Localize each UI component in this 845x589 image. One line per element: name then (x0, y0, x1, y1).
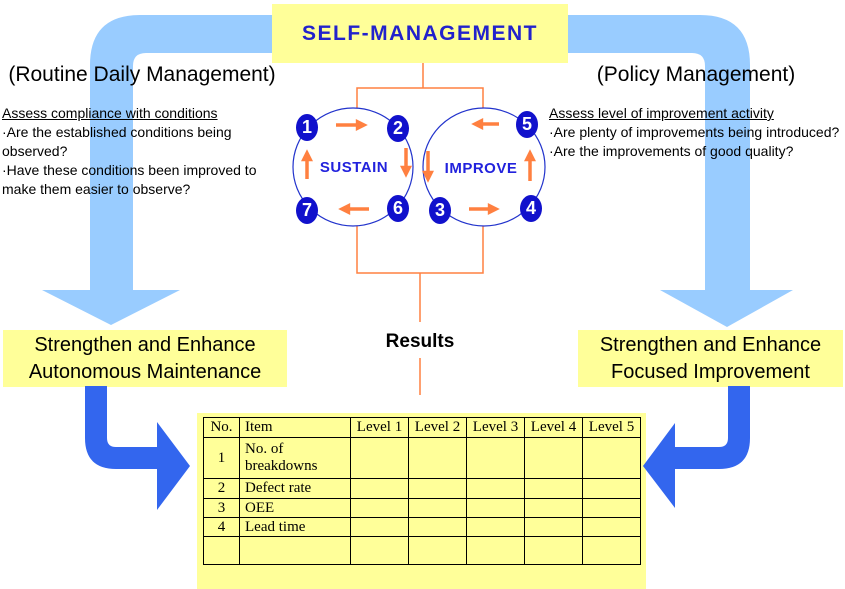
cycle-node-7: 7 (296, 197, 318, 224)
right-heading: (Policy Management) (596, 63, 796, 86)
curved-arrow-left-icon (42, 15, 272, 325)
right-assess-heading: Assess level of improvement activity (549, 105, 774, 121)
level-cell (524, 517, 583, 537)
level-cell (466, 437, 525, 479)
left-assessment-block: Assess compliance with conditions ·Are t… (2, 104, 284, 199)
row-item: No. of breakdowns (239, 437, 351, 479)
level-cell (350, 478, 409, 499)
level-cell (582, 478, 641, 499)
table-row: 2 Defect rate (203, 478, 641, 499)
focused-improvement-box: Strengthen and Enhance Focused Improveme… (578, 330, 843, 387)
improve-circle (422, 107, 546, 227)
level-cell (350, 437, 409, 479)
autonomous-maintenance-box: Strengthen and Enhance Autonomous Mainte… (3, 330, 287, 387)
level-cell (524, 437, 583, 479)
title-banner: SELF-MANAGEMENT (272, 4, 568, 63)
row-item (239, 536, 351, 565)
left-box-line1: Strengthen and Enhance (34, 334, 256, 357)
level-cell (350, 536, 409, 565)
row-no: 3 (203, 498, 240, 518)
results-table-panel: No. Item Level 1 Level 2 Level 3 Level 4… (197, 413, 646, 589)
cycle-node-4: 4 (520, 195, 542, 222)
left-bullet-1: ·Are the established conditions being ob… (2, 124, 232, 159)
col-header-level2: Level 2 (408, 417, 467, 438)
level-cell (466, 536, 525, 565)
row-no: 1 (203, 437, 240, 479)
table-row (203, 536, 641, 565)
left-bullet-2: ·Have these conditions been improved to … (2, 162, 257, 197)
level-cell (466, 517, 525, 537)
cycle-node-6: 6 (387, 195, 409, 222)
level-cell (408, 536, 467, 565)
level-cell (582, 536, 641, 565)
elbow-arrow-right-icon (643, 386, 750, 508)
sustain-label: SUSTAIN (319, 159, 389, 176)
results-label: Results (385, 331, 455, 352)
orange-connector-lines (356, 63, 484, 395)
right-box-line1: Strengthen and Enhance (599, 334, 822, 357)
level-cell (524, 498, 583, 518)
left-box-line2: Autonomous Maintenance (28, 360, 262, 383)
improve-label: IMPROVE (444, 160, 518, 177)
level-cell (582, 517, 641, 537)
elbow-arrow-left-icon (85, 386, 190, 510)
level-cell (408, 517, 467, 537)
col-header-item: Item (239, 417, 351, 438)
left-heading: (Routine Daily Management) (8, 63, 276, 86)
table-header-row: No. Item Level 1 Level 2 Level 3 Level 4… (203, 417, 641, 438)
level-cell (582, 498, 641, 518)
right-box-line2: Focused Improvement (611, 360, 810, 383)
cycle-node-2: 2 (387, 115, 409, 142)
level-cell (350, 517, 409, 537)
page-title: SELF-MANAGEMENT (302, 21, 538, 45)
right-bullet-2: ·Are the improvements of good quality? (549, 143, 794, 159)
level-cell (466, 498, 525, 518)
row-no: 2 (203, 478, 240, 499)
row-item: Defect rate (239, 478, 351, 499)
results-table: No. Item Level 1 Level 2 Level 3 Level 4… (203, 417, 641, 565)
col-header-level5: Level 5 (582, 417, 641, 438)
level-cell (582, 437, 641, 479)
curved-arrow-right-icon (568, 15, 793, 327)
col-header-level1: Level 1 (350, 417, 409, 438)
row-item: OEE (239, 498, 351, 518)
table-row: 1 No. of breakdowns (203, 437, 641, 479)
right-bullet-1: ·Are plenty of improvements being introd… (549, 124, 840, 140)
col-header-level4: Level 4 (524, 417, 583, 438)
level-cell (350, 498, 409, 518)
row-no (203, 536, 240, 565)
cycle-node-5: 5 (516, 111, 538, 138)
table-row: 3 OEE (203, 498, 641, 518)
col-header-level3: Level 3 (466, 417, 525, 438)
cycle-node-3: 3 (429, 197, 451, 224)
left-assess-heading: Assess compliance with conditions (2, 105, 218, 121)
right-assessment-block: Assess level of improvement activity ·Ar… (549, 104, 845, 161)
cycle-node-1: 1 (296, 114, 318, 141)
sustain-circle (292, 107, 414, 227)
